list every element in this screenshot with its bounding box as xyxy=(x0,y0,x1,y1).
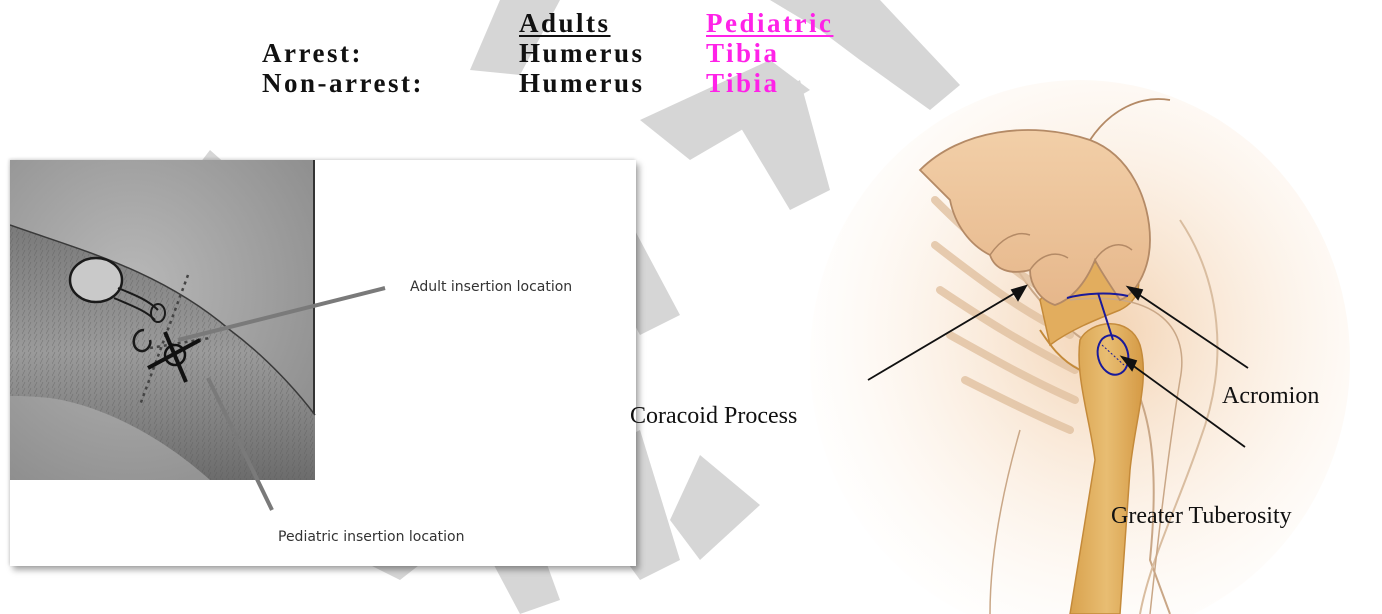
coracoid-process-label: Coracoid Process xyxy=(630,403,797,430)
greater-tuberosity-label: Greater Tuberosity xyxy=(1111,503,1292,530)
acromion-label: Acromion xyxy=(1222,383,1319,410)
